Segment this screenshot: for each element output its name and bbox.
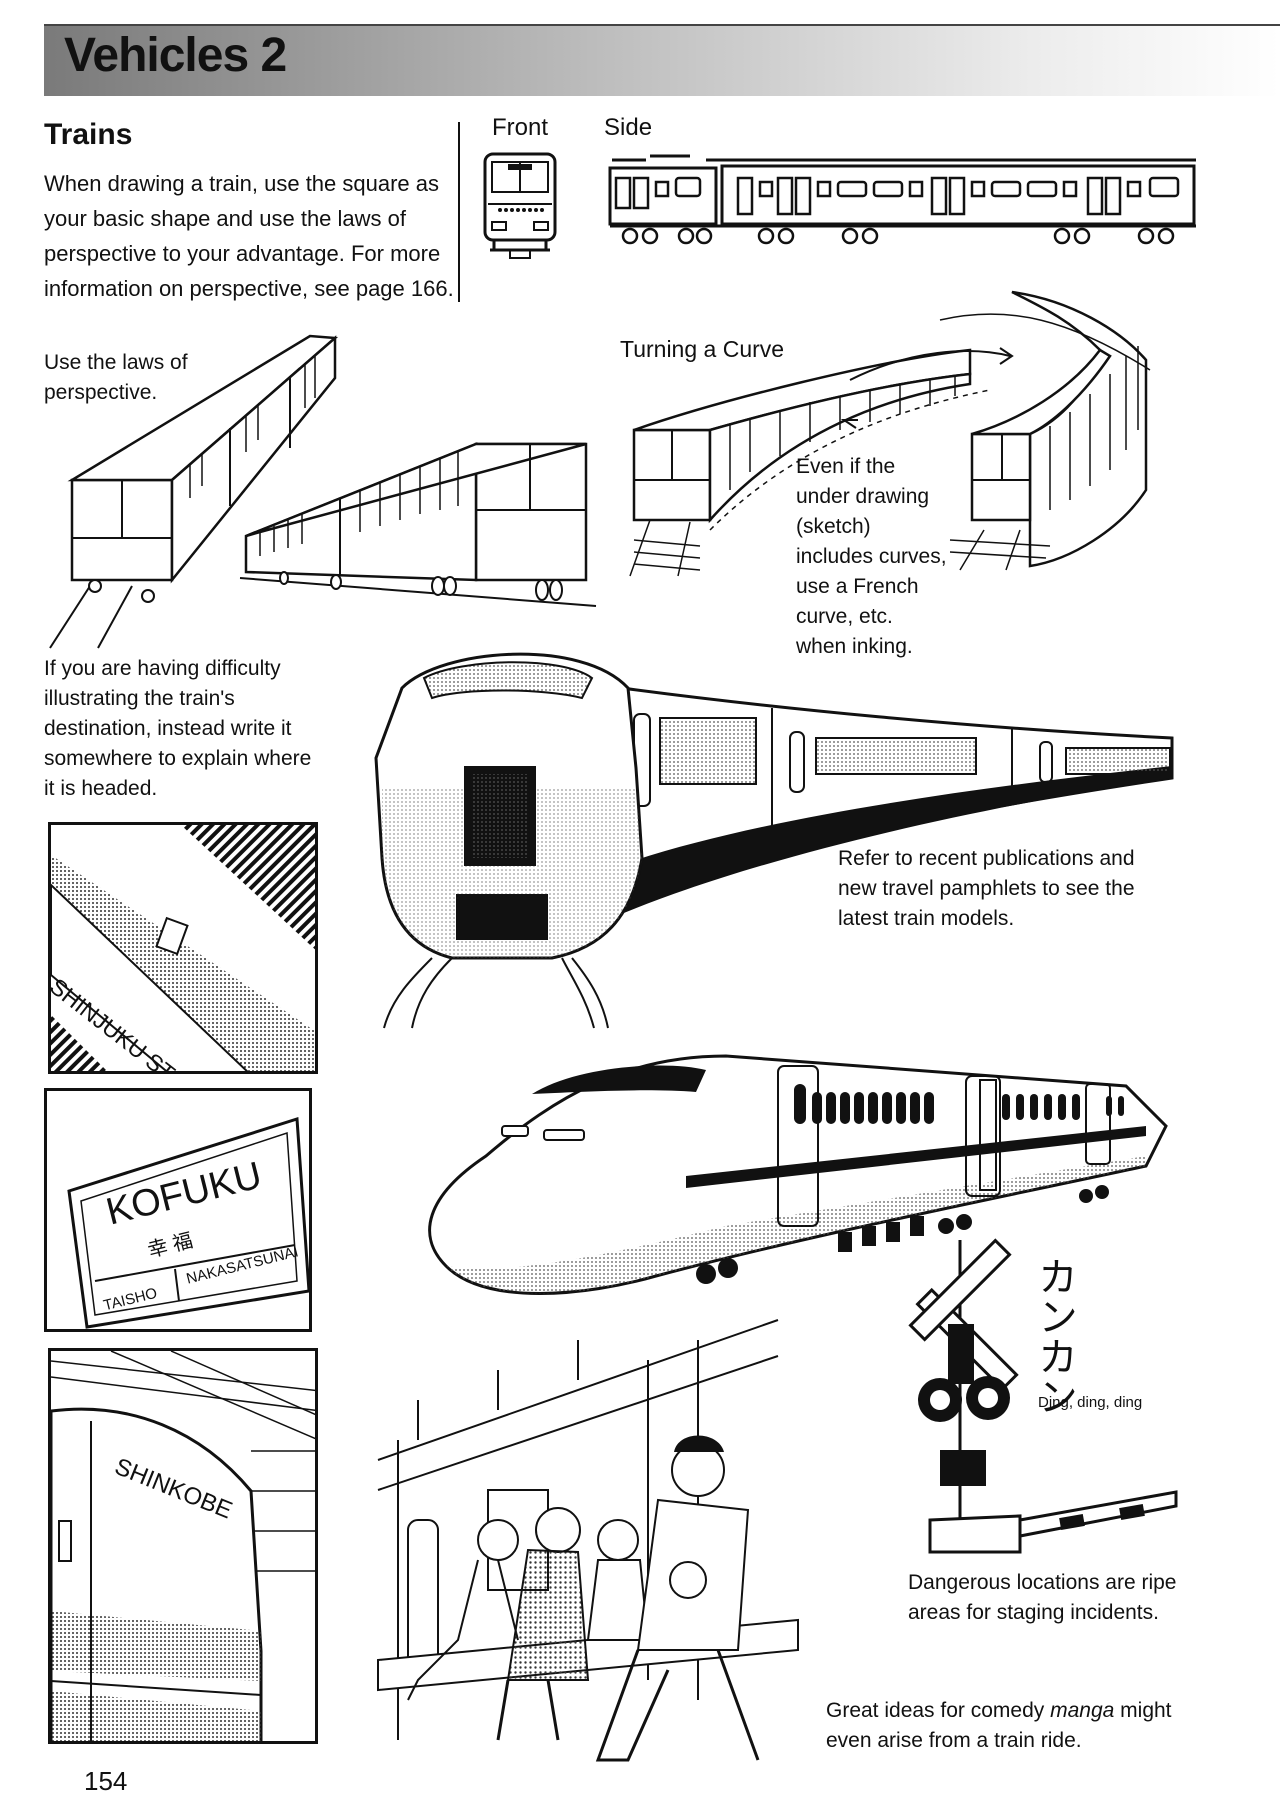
kofuku-sign-art <box>67 1116 309 1329</box>
curve-note-line: includes curves, <box>796 545 947 568</box>
page-number: 154 <box>84 1766 128 1796</box>
perspective-train-2 <box>239 442 597 607</box>
shinkobe-train-panel: SHINKOBE <box>48 1348 318 1744</box>
destination-note-line: it is headed. <box>44 777 158 800</box>
comedy-note-manga: manga <box>1050 1699 1115 1722</box>
perspective-line: perspective. <box>44 381 158 404</box>
comedy-note-post: might <box>1114 1699 1172 1722</box>
destination-note-line: destination, instead write it <box>44 717 292 740</box>
intro-line: When drawing a train, use the square as <box>44 171 440 196</box>
intro-line: your basic shape and use the laws of <box>44 206 407 231</box>
perspective-train-1 <box>49 334 339 649</box>
trains-intro: When drawing a train, use the square as … <box>44 166 454 306</box>
intro-line: perspective to your advantage. For more <box>44 241 441 266</box>
page-title: Vehicles 2 <box>64 29 287 82</box>
destination-note-line: If you are having difficulty <box>44 657 281 680</box>
curve-note-line: Even if the <box>796 455 896 478</box>
publications-note-line: Refer to recent publications and <box>838 847 1135 870</box>
curve-note: Even if the under drawing (sketch) inclu… <box>796 452 947 662</box>
perspective-line: Use the laws of <box>44 351 188 374</box>
intro-line: information on perspective, see page 166… <box>44 276 454 301</box>
curve-title: Turning a Curve <box>620 336 785 362</box>
curve-note-line: under drawing <box>796 485 930 508</box>
shinjuku-station-panel: SHINJUKU STATION <box>48 822 318 1074</box>
comedy-note-pre: Great ideas for comedy <box>826 1699 1051 1722</box>
side-label: Side <box>604 114 653 141</box>
curve-train-right <box>849 290 1151 571</box>
curve-train-left <box>629 348 991 577</box>
shinjuku-station-art <box>51 825 315 1071</box>
title-banner <box>44 24 1280 96</box>
curve-note-line: curve, etc. <box>796 605 893 628</box>
publications-note-line: new travel pamphlets to see the <box>838 877 1135 900</box>
crossing-sound-effect: カンカン <box>1032 1256 1076 1416</box>
destination-note-line: illustrating the train's <box>44 687 235 710</box>
comedy-note-line-2: even arise from a train ride. <box>826 1729 1082 1752</box>
danger-note: Dangerous locations are ripe areas for s… <box>908 1568 1177 1628</box>
section-heading-trains: Trains <box>44 118 133 151</box>
perspective-label: Use the laws of perspective. <box>44 348 188 408</box>
train-front-view <box>483 152 557 259</box>
curve-note-line: (sketch) <box>796 515 871 538</box>
divider-line <box>458 122 460 302</box>
shinkobe-train-art <box>51 1351 315 1741</box>
kofuku-sign-panel: KOFUKU 幸 福 TAISHO NAKASATSUNAI <box>44 1088 312 1332</box>
destination-note: If you are having difficulty illustratin… <box>44 654 311 804</box>
train-side-view <box>608 154 1196 245</box>
curve-note-line: use a French <box>796 575 919 598</box>
express-train <box>374 652 1174 1029</box>
comedy-note-line-1: Great ideas for comedy manga might <box>826 1696 1172 1726</box>
destination-note-line: somewhere to explain where <box>44 747 312 770</box>
bullet-train <box>428 1054 1168 1295</box>
train-interior-scene <box>377 1319 799 1762</box>
front-label: Front <box>492 114 549 141</box>
curve-note-line: when inking. <box>796 635 913 658</box>
danger-note-line: areas for staging incidents. <box>908 1601 1159 1624</box>
danger-note-line: Dangerous locations are ripe <box>908 1571 1177 1594</box>
crossing-sound-caption: Ding, ding, ding <box>1038 1394 1143 1411</box>
comedy-note: Great ideas for comedy manga might even … <box>826 1696 1172 1756</box>
publications-note: Refer to recent publications and new tra… <box>838 844 1135 934</box>
publications-note-line: latest train models. <box>838 907 1015 930</box>
railway-crossing <box>908 1238 1178 1554</box>
